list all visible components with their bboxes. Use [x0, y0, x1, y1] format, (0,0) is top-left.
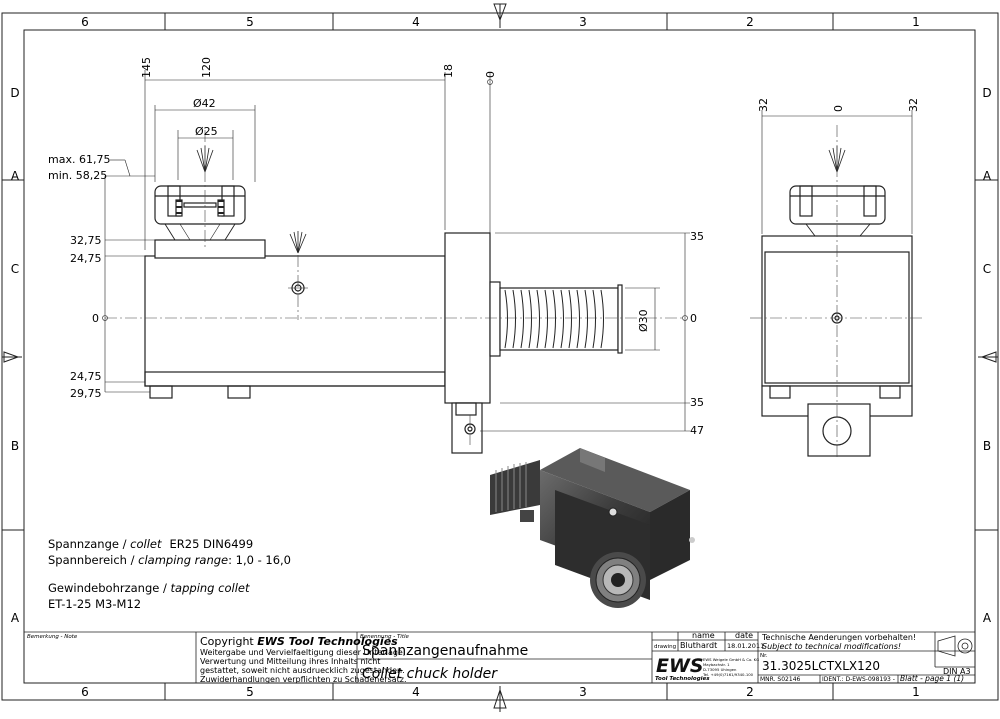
dim-120: 120	[200, 57, 213, 78]
note-range-en: clamping range	[138, 553, 228, 567]
front-view	[144, 146, 623, 454]
title-block	[24, 631, 975, 683]
col-label-bottom: 2	[746, 685, 754, 699]
bemerkung-label: Bemerkung - Note	[27, 634, 78, 640]
dim-35-bottom: 35	[690, 396, 704, 409]
svg-text:Copyright EWS Tool Technologie: Copyright EWS Tool Technologies	[200, 635, 398, 648]
dim-32-75: 32,75	[70, 234, 102, 247]
company-logo: EWS	[656, 655, 704, 677]
col-label-bottom: 6	[81, 685, 89, 699]
row-label-left: D	[10, 86, 19, 100]
nr-label: Nr.	[760, 653, 768, 659]
dim-side-right: 32	[907, 98, 920, 112]
benennung-label: Benennung - Title	[360, 634, 410, 640]
dim-0-left: 0	[92, 312, 99, 325]
changes-en: Subject to technical modifications!	[762, 642, 901, 651]
col-label-top: 3	[579, 15, 587, 29]
copyright-line: Weitergabe und Vervielfaeltigung dieser …	[200, 648, 405, 657]
dim-0-right: 0	[690, 312, 697, 325]
paper-format: DIN A3	[943, 667, 971, 676]
dim-0-top: 0	[484, 71, 497, 78]
col-label-bottom: 4	[412, 685, 420, 699]
copyright-brand: EWS Tool Technologies	[257, 635, 398, 648]
dim-145: 145	[140, 57, 153, 78]
col-label-bottom: 1	[912, 685, 920, 699]
note-tapping-spec: ET-1-25 M3-M12	[48, 597, 141, 611]
company-line: D-73095 Uhingen	[703, 667, 737, 672]
copyright-line: gestattet, soweit nicht ausdruecklich zu…	[200, 666, 405, 675]
company-line: EWS Weigele GmbH & Co. KG	[703, 657, 759, 662]
col-label-bottom: 3	[579, 685, 587, 699]
col-label-top: 5	[246, 15, 254, 29]
row-drawing-label: drawing	[654, 644, 676, 650]
note-range-de: Spannbereich /	[48, 553, 138, 567]
dim-dia30: Ø30	[637, 309, 650, 332]
changes-de: Technische Aenderungen vorbehalten!	[761, 633, 916, 642]
grid-columns: 6 5 4 3 2 1 6 5 4 3 2 1	[81, 13, 920, 700]
drawing-date: 18.01.2011	[727, 642, 764, 650]
drawing-title: Spannzangenaufnahme	[362, 643, 528, 659]
dim-35-top: 35	[690, 230, 704, 243]
dim-18: 18	[442, 64, 455, 78]
copyright-line: Verwertung und Mitteilung ihres Inhalts …	[200, 657, 380, 666]
row-label-left: A	[11, 611, 20, 625]
copyright-prefix: Copyright	[200, 635, 257, 648]
svg-text:Gewindebohrzange / tapping col: Gewindebohrzange / tapping collet	[48, 581, 250, 595]
row-label-left: C	[11, 262, 19, 276]
dim-29-75: 29,75	[70, 387, 102, 400]
grid-rows: D C B A A D C B A A	[2, 86, 998, 625]
col-label-bottom: 5	[246, 685, 254, 699]
part-number: 31.3025LCTXLX120	[762, 659, 880, 673]
copyright-line: Zuwiderhandlungen verpflichten zu Schade…	[200, 675, 406, 684]
col-label-top: 2	[746, 15, 754, 29]
col-label-top: 1	[912, 15, 920, 29]
dim-max: max. 61,75	[48, 153, 110, 166]
center-lines	[105, 130, 685, 445]
company-logo-sub: Tool Technologies	[655, 676, 710, 682]
company-line: Maybachstr. 1	[703, 662, 730, 667]
row-label-left: A	[11, 169, 20, 183]
dim-side-center: 0	[832, 105, 845, 112]
dim-dia25: Ø25	[195, 125, 218, 138]
dim-47: 47	[690, 424, 704, 437]
centering-marks	[2, 3, 998, 712]
note-collet-de: Spannzange /	[48, 537, 130, 551]
dim-min: min. 58,25	[48, 169, 107, 182]
dimensions-front	[102, 70, 690, 432]
row-label-right: B	[983, 439, 991, 453]
dimensions-side	[761, 110, 913, 234]
row-label-left: B	[11, 439, 19, 453]
row-label-right: C	[983, 262, 991, 276]
note-collet-en: collet	[130, 537, 162, 551]
drawer-name: Bluthardt	[680, 641, 717, 650]
notes: Spannzange / collet ER25 DIN6499 Spannber…	[48, 537, 291, 611]
company-line: Tel. +49(0)7161/9340-100	[702, 672, 754, 677]
dim-side-left: 32	[757, 98, 770, 112]
col-date-header: date	[735, 631, 753, 640]
col-name-header: name	[692, 631, 715, 640]
dim-24-75-top: 24,75	[70, 252, 102, 265]
note-tapping-en: tapping collet	[171, 581, 250, 595]
svg-text:Spannbereich / clamping range:: Spannbereich / clamping range: 1,0 - 16,…	[48, 553, 291, 567]
dim-dia42: Ø42	[193, 97, 216, 110]
dim-24-75-bottom: 24,75	[70, 370, 102, 383]
note-tapping-de: Gewindebohrzange /	[48, 581, 171, 595]
note-range-spec: : 1,0 - 16,0	[228, 553, 291, 567]
row-label-right: A	[983, 611, 992, 625]
col-label-top: 4	[412, 15, 420, 29]
row-label-right: D	[982, 86, 991, 100]
col-label-top: 6	[81, 15, 89, 29]
drawing-title-en: Collet chuck holder	[362, 666, 498, 682]
note-collet-spec: ER25 DIN6499	[170, 537, 254, 551]
ident-value: IDENT.: D-EWS-098193 -	[822, 676, 895, 683]
isometric-render	[490, 448, 695, 608]
inner-frame	[23, 29, 976, 684]
sheet-number: Blatt - page 1 (1)	[900, 674, 964, 683]
row-label-right: A	[983, 169, 992, 183]
mnr-value: MNR. S02146	[760, 676, 801, 683]
